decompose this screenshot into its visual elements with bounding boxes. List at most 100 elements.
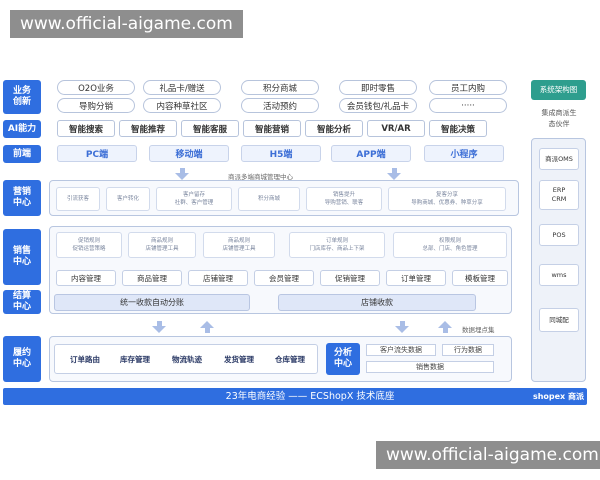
settlement-store: 店铺收款 xyxy=(278,294,476,311)
marketing-item-line: 销售提升 xyxy=(332,192,355,198)
right-panel-item: 商派OMS xyxy=(539,148,579,170)
marketing-item-line: 积分商城 xyxy=(257,196,280,202)
arrow-down-icon xyxy=(152,321,166,333)
label-ai: AI能力 xyxy=(3,120,41,138)
business-item: ····· xyxy=(429,98,507,113)
business-item: 活动预约 xyxy=(241,98,319,113)
label-settlement-text: 结算中心 xyxy=(12,291,31,312)
sales-item-line: 商品规则 xyxy=(227,238,250,244)
management-item: 店铺管理 xyxy=(188,270,248,286)
right-panel-item-label: wms xyxy=(551,270,567,279)
arrow-up-icon xyxy=(200,321,214,333)
marketing-item: 复客分享导购商城、优惠券、种草分享 xyxy=(388,187,506,211)
right-panel-title: 系统架构图 xyxy=(539,85,578,94)
sales-item: 商品规则店铺管理工具 xyxy=(203,232,275,258)
marketing-item: 引流获客 xyxy=(56,187,100,211)
right-panel-item: 同城配 xyxy=(539,308,579,332)
sales-item-line: 门店库存、商品上下架 xyxy=(309,246,365,252)
ai-item: 智能营销 xyxy=(243,120,301,137)
right-panel-item-label: CRM xyxy=(551,195,567,203)
frontend-item: H5端 xyxy=(241,145,321,162)
fulfillment-item: 物流轨迹 xyxy=(172,354,202,364)
watermark-bottom: www.official-aigame.com xyxy=(376,441,600,469)
center-caption: 商派多端商城管理中心 xyxy=(228,173,293,181)
fulfillment-inner xyxy=(54,344,318,374)
marketing-item-line: 客户转化 xyxy=(116,196,139,202)
business-item: 礼品卡/赠送 xyxy=(143,80,221,95)
management-item: 订单管理 xyxy=(386,270,446,286)
marketing-item-line: 引流获客 xyxy=(66,196,89,202)
right-panel-item-label: ERP xyxy=(552,186,566,194)
analysis-sales: 销售数据 xyxy=(366,361,494,373)
frontend-item: PC端 xyxy=(57,145,137,162)
label-settlement: 结算中心 xyxy=(3,290,41,314)
management-item: 模板管理 xyxy=(452,270,508,286)
arrow-down-icon xyxy=(175,168,189,180)
fulfillment-item: 发货管理 xyxy=(224,354,254,364)
settlement-unified: 统一收款自动分账 xyxy=(54,294,250,311)
marketing-item-line: 导购商城、优惠券、种草分享 xyxy=(411,200,483,206)
frontend-item: 移动端 xyxy=(149,145,229,162)
management-item: 商品管理 xyxy=(122,270,182,286)
marketing-item: 客户转化 xyxy=(106,187,150,211)
right-panel-item-label: 商派OMS xyxy=(545,154,573,163)
ai-item: 智能搜索 xyxy=(57,120,115,137)
watermark-top: www.official-aigame.com xyxy=(10,10,243,38)
business-item: 即时零售 xyxy=(339,80,417,95)
footer-text: 23年电商经验 —— ECShopX 技术底座 xyxy=(225,391,395,402)
management-item: 促销管理 xyxy=(320,270,380,286)
analysis-customer-loss: 客户流失数据 xyxy=(366,344,436,356)
fulfillment-item: 库存管理 xyxy=(120,354,150,364)
ai-item: VR/AR xyxy=(367,120,425,137)
label-fulfillment-text: 履约中心 xyxy=(12,348,31,369)
footer-brand: shopex 商派 xyxy=(532,392,584,401)
marketing-item-line: 客户留存 xyxy=(182,192,205,198)
business-item: O2O业务 xyxy=(57,80,135,95)
right-panel-item: wms xyxy=(539,264,579,286)
arrow-down-icon xyxy=(395,321,409,333)
marketing-item-line: 社群、客户管理 xyxy=(174,200,214,206)
analysis-label: 分析中心 xyxy=(326,343,360,375)
ai-item: 智能分析 xyxy=(305,120,363,137)
data-caption: 数据埋点集 xyxy=(462,326,495,334)
sales-item: 权限规则总部、门店、角色管理 xyxy=(393,232,507,258)
label-frontend: 前端 xyxy=(3,145,41,163)
label-business-text: 业务创新 xyxy=(12,86,31,107)
sales-item-line: 商品规则 xyxy=(150,238,173,244)
right-panel-header xyxy=(531,80,586,100)
business-item: 导购分销 xyxy=(57,98,135,113)
frontend-item: APP端 xyxy=(331,145,411,162)
business-item: 内容种草社区 xyxy=(143,98,221,113)
label-sales: 销售中心 xyxy=(3,229,41,285)
sales-item-line: 总部、门店、角色管理 xyxy=(422,246,478,252)
management-item: 会员管理 xyxy=(254,270,314,286)
marketing-item: 积分商城 xyxy=(238,187,300,211)
ai-item: 智能决策 xyxy=(429,120,487,137)
arrow-down-icon xyxy=(387,168,401,180)
ai-item: 智能客服 xyxy=(181,120,239,137)
label-frontend-text: 前端 xyxy=(12,148,31,159)
analysis-label-text: 分析中心 xyxy=(334,348,353,369)
fulfillment-item: 仓库管理 xyxy=(275,354,305,364)
right-panel-subtitle: 集成商派生态伙伴 xyxy=(541,109,577,128)
label-fulfillment: 履约中心 xyxy=(3,336,41,382)
business-item: 积分商城 xyxy=(241,80,319,95)
label-marketing: 营销中心 xyxy=(3,180,41,216)
sales-item-line: 促销规则 xyxy=(77,238,100,244)
sales-item-line: 订单规则 xyxy=(325,238,348,244)
frontend-item: 小程序 xyxy=(424,145,504,162)
marketing-item: 客户留存社群、客户管理 xyxy=(156,187,232,211)
management-item: 内容管理 xyxy=(56,270,116,286)
right-panel-body xyxy=(531,138,586,382)
marketing-item: 销售提升导购营销、联客 xyxy=(306,187,382,211)
ai-item: 智能推荐 xyxy=(119,120,177,137)
right-panel-item-label: POS xyxy=(552,230,566,239)
analysis-behavior: 行为数据 xyxy=(442,344,494,356)
sales-item-line: 促销运营策略 xyxy=(72,246,106,252)
label-sales-text: 销售中心 xyxy=(12,246,31,267)
sales-item: 订单规则门店库存、商品上下架 xyxy=(289,232,385,258)
sales-item-line: 权限规则 xyxy=(438,238,461,244)
business-item: 员工内购 xyxy=(429,80,507,95)
sales-item: 商品规则店铺管理工具 xyxy=(128,232,196,258)
arrow-up-icon xyxy=(438,321,452,333)
